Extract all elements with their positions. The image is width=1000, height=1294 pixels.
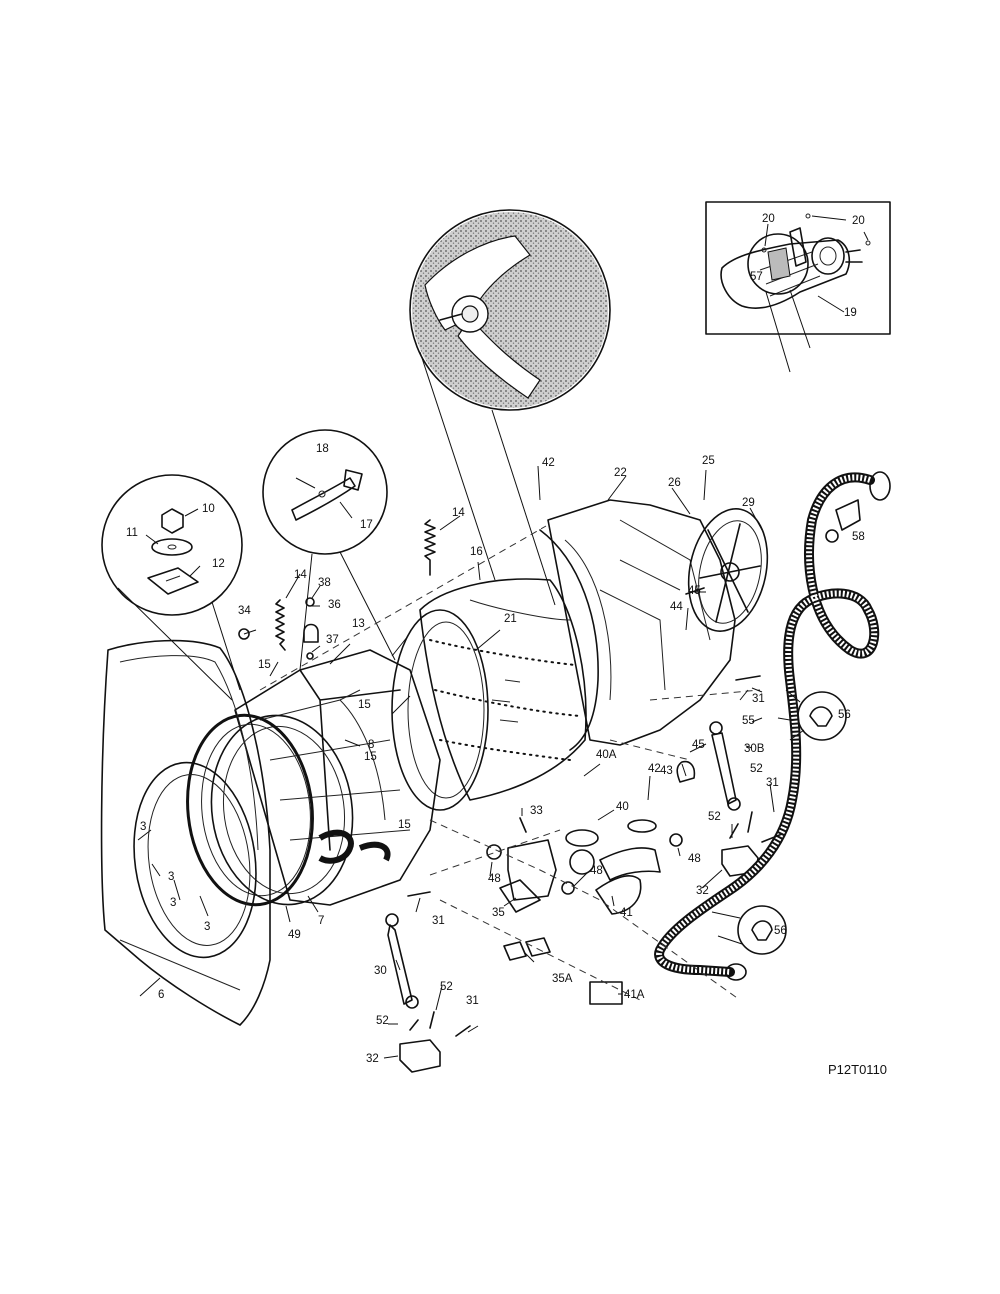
callout: 17 [360,519,373,531]
callout: 14 [452,507,465,519]
callout: 42 [542,457,555,469]
callout: 25 [702,455,715,467]
callout: 3 [140,821,146,833]
front-panel [100,639,271,1026]
callout: 15 [258,659,271,671]
door-boot-seal [186,713,314,907]
callout: 3 [204,921,210,933]
callout: 52 [750,763,763,775]
callout: 48 [590,865,603,877]
motor-inset [705,201,891,335]
hose-clamp-circles [711,689,847,955]
callout: 29 [742,497,755,509]
outer-tub-rear [539,499,769,751]
callout: 42 [648,763,661,775]
inner-drum [391,578,587,811]
callout: 56 [774,925,787,937]
callout-labels: 10 11 12 18 17 14 14 38 36 34 37 13 15 1… [126,213,865,1065]
callout: 20 [762,213,775,225]
callout: 48 [488,873,501,885]
callout: 56 [838,709,851,721]
callout: 8 [368,739,374,751]
callout: 45 [692,739,705,751]
drain-hose [654,471,891,981]
callout: 48 [688,853,701,865]
callout: 52 [440,981,453,993]
callout: 36 [328,599,341,611]
callout: 37 [326,634,339,646]
outer-tub-front [210,649,441,906]
drive-motor [720,227,863,309]
callout: 41A [624,989,645,1001]
callout: 41 [620,907,633,919]
callout: 45 [688,585,701,597]
callout: 31 [432,915,445,927]
callout: 26 [668,477,681,489]
drain-pump-assembly [486,760,696,1005]
callout: 3 [168,871,174,883]
callout: 55 [742,715,755,727]
callout: 31 [752,693,765,705]
callout: 20 [852,215,865,227]
callout: 35 [492,907,505,919]
callout: 49 [288,929,301,941]
callout: 22 [614,467,627,479]
callout: 52 [708,811,721,823]
callout: 31 [466,995,479,1007]
shock-absorbers [385,721,741,1009]
callout: 32 [696,885,709,897]
callout: 18 [316,443,329,455]
callout: 3 [170,897,176,909]
bracket-detail-circle [262,429,396,671]
callout: 43 [660,765,673,777]
callout: 19 [844,307,857,319]
hose-clamp-detail-circle [747,233,811,373]
callout: 11 [126,527,138,539]
drawing-code: P12T0110 [828,1062,887,1077]
callout: 31 [766,777,779,789]
callout: 58 [852,531,865,543]
callout: 38 [318,577,331,589]
screws [238,587,783,1037]
callout: 44 [670,601,683,613]
hardware-detail-circle [101,474,243,701]
callout: 13 [352,618,365,630]
callout: 57 [750,271,763,283]
callout: 14 [294,569,307,581]
callout: 32 [366,1053,379,1065]
callout: 30 [374,965,387,977]
callout: 15 [358,699,371,711]
callout: 15 [364,751,377,763]
callout: 52 [376,1015,389,1027]
assembly-guide-lines [259,525,761,1001]
callout: 16 [470,546,483,558]
callout: 7 [318,915,324,927]
callout: 10 [202,503,215,515]
callout: 35A [552,973,573,985]
callout: 12 [212,558,225,570]
callout: 6 [158,989,164,1001]
tub-springs [275,519,436,651]
callout: 15 [398,819,411,831]
leader-lines [137,465,791,1059]
callout: 30B [744,743,765,755]
callout: 34 [238,605,251,617]
callout: 21 [504,613,517,625]
callout: 40A [596,749,617,761]
callout: 40 [616,801,629,813]
mounting-brackets [399,845,759,1073]
callout: 33 [530,805,543,817]
spider-detail-circle [409,209,611,606]
